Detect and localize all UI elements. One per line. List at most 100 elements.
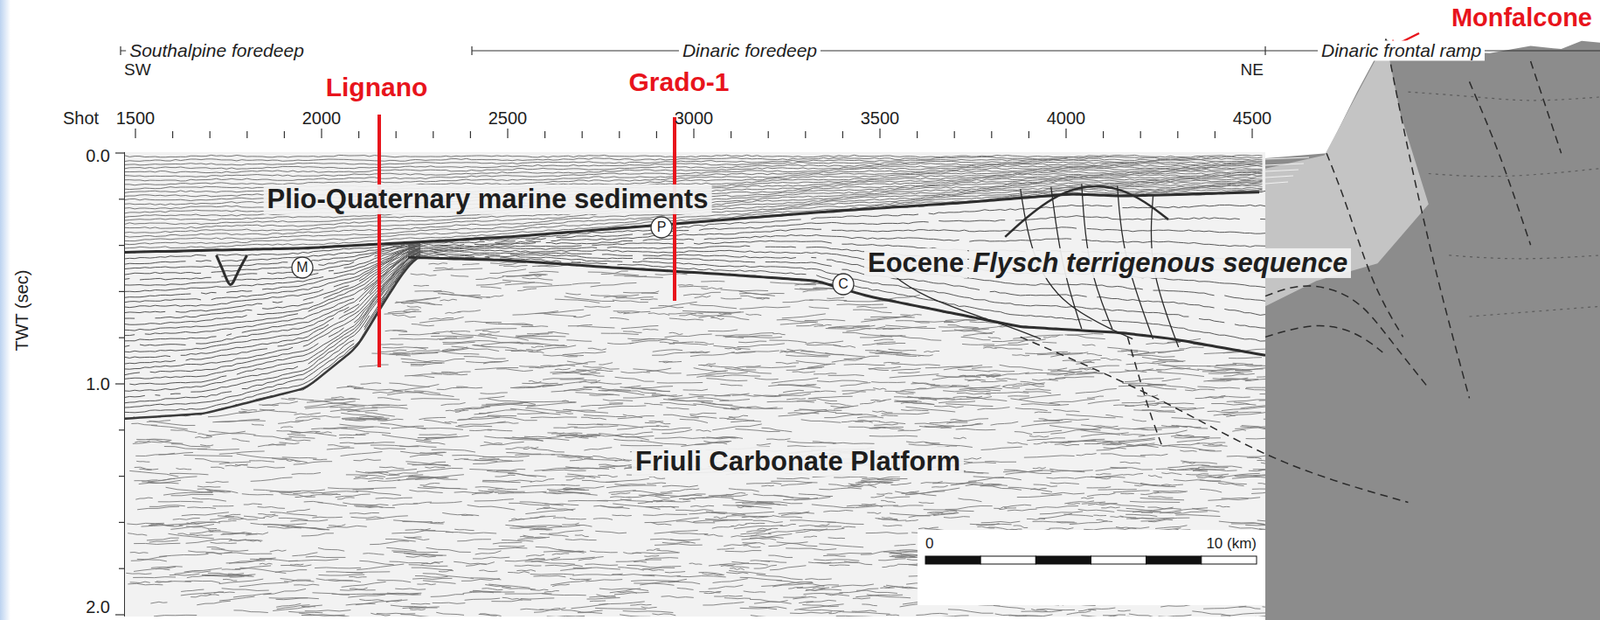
horizon-marker: M xyxy=(290,256,314,279)
shot-tick xyxy=(879,128,880,139)
shot-tick xyxy=(1140,131,1142,139)
scale-bar-segment xyxy=(1201,555,1257,564)
place-name: Monfalcone xyxy=(1451,4,1593,33)
shot-tick xyxy=(656,131,658,139)
shot-tick xyxy=(506,128,508,139)
shot-number: 2500 xyxy=(488,108,528,128)
shot-tick xyxy=(1214,131,1216,139)
time-tick xyxy=(118,567,125,569)
shot-tick xyxy=(768,131,769,139)
unit-label: Plio-Quaternary marine sediments xyxy=(263,184,713,215)
shot-number: 1500 xyxy=(116,108,156,128)
bracket-end xyxy=(470,46,472,56)
shot-number: 4500 xyxy=(1232,108,1273,128)
inferred-fault xyxy=(1469,81,1531,245)
time-tick xyxy=(115,382,125,384)
time-tick xyxy=(115,152,125,153)
well-line xyxy=(377,114,381,368)
time-tick xyxy=(118,337,125,339)
horizon-letter: P xyxy=(657,220,667,235)
section-ground xyxy=(124,152,1267,617)
zone-label: Dinaric foredeep xyxy=(678,40,821,61)
shot-tick xyxy=(1177,131,1178,139)
direction-label: NE xyxy=(1240,61,1264,80)
scale-bar-segment xyxy=(1035,555,1091,564)
unit-label: Eocene xyxy=(864,248,968,278)
shot-tick xyxy=(432,131,434,139)
axis-title: TWT (sec) xyxy=(12,270,32,352)
scale-bar-segment xyxy=(1146,555,1202,564)
time-tick xyxy=(118,244,125,246)
plio-quaternary-reflectors xyxy=(124,154,1263,252)
scale-bar-segment xyxy=(1091,555,1147,564)
bedding-line xyxy=(1265,175,1294,178)
inferred-fault xyxy=(1530,61,1562,153)
shot-tick xyxy=(470,131,471,139)
inferred-fault xyxy=(1265,325,1383,353)
carbonate-reflectors xyxy=(125,262,1266,617)
time-value: 1.0 xyxy=(85,374,111,394)
shot-tick xyxy=(283,131,285,139)
shot-tick xyxy=(395,131,397,139)
shot-tick xyxy=(134,128,136,139)
shot-tick xyxy=(209,131,211,139)
inferred-fault xyxy=(1385,38,1470,398)
unit-label: Flysch terrigenous sequence xyxy=(969,248,1351,278)
horizon-marker: C xyxy=(831,272,855,296)
shot-tick xyxy=(730,131,732,139)
time-value: 0.0 xyxy=(85,145,111,166)
horizon-letter: M xyxy=(296,260,308,275)
channel-incision xyxy=(216,255,248,284)
time-tick xyxy=(118,521,125,523)
southalpine-base xyxy=(124,256,419,419)
shot-tick xyxy=(1028,131,1030,139)
seismic-section xyxy=(124,152,1267,617)
bedding-trace xyxy=(1469,305,1600,317)
shot-number: 4000 xyxy=(1046,108,1087,128)
shot-tick xyxy=(916,131,918,139)
unit-label: Friuli Carbonate Platform xyxy=(631,446,964,477)
shot-tick xyxy=(172,131,174,139)
bracket-end xyxy=(119,46,121,56)
bedding-line xyxy=(1265,163,1304,166)
well-name: Lignano xyxy=(325,72,429,102)
scale-bar-ground xyxy=(917,529,1266,605)
shot-number: 3500 xyxy=(860,108,901,128)
zone-label: Southalpine foredeep xyxy=(125,40,308,61)
thrust-sheet xyxy=(1265,38,1600,620)
bedding-trace xyxy=(1428,168,1600,177)
southalpine-reflectors xyxy=(124,242,422,418)
horizon-letter: C xyxy=(838,277,849,291)
time-value: 2.0 xyxy=(85,596,111,617)
horizon-marker: P xyxy=(650,215,673,239)
time-tick xyxy=(118,429,125,430)
bedding-line xyxy=(1265,169,1299,172)
shot-tick xyxy=(990,131,992,139)
shot-tick xyxy=(246,131,248,139)
shot-tick xyxy=(320,128,322,139)
scale-value: 0 xyxy=(925,535,934,553)
bedding-trace xyxy=(1448,255,1600,259)
axis-title: Shot xyxy=(62,108,99,128)
shot-tick xyxy=(804,131,806,139)
shot-tick xyxy=(1065,128,1067,139)
inferred-fault xyxy=(1127,336,1164,449)
time-tick xyxy=(118,198,125,200)
bedding-line xyxy=(1265,181,1289,184)
shot-tick xyxy=(618,131,620,139)
circle-outline xyxy=(832,273,854,295)
extent-bracket xyxy=(471,49,1266,51)
frontal-ramp-cross-section xyxy=(1265,38,1600,620)
scale-bar-segment xyxy=(980,555,1036,564)
fault-line xyxy=(887,270,1041,339)
shot-tick xyxy=(954,131,956,139)
circle-outline xyxy=(651,216,672,238)
shot-tick xyxy=(842,131,844,139)
shot-tick xyxy=(358,131,360,139)
shot-number: 3000 xyxy=(674,108,714,128)
shot-tick xyxy=(692,128,694,139)
inferred-fault xyxy=(1265,285,1429,388)
shot-tick xyxy=(1251,128,1253,139)
